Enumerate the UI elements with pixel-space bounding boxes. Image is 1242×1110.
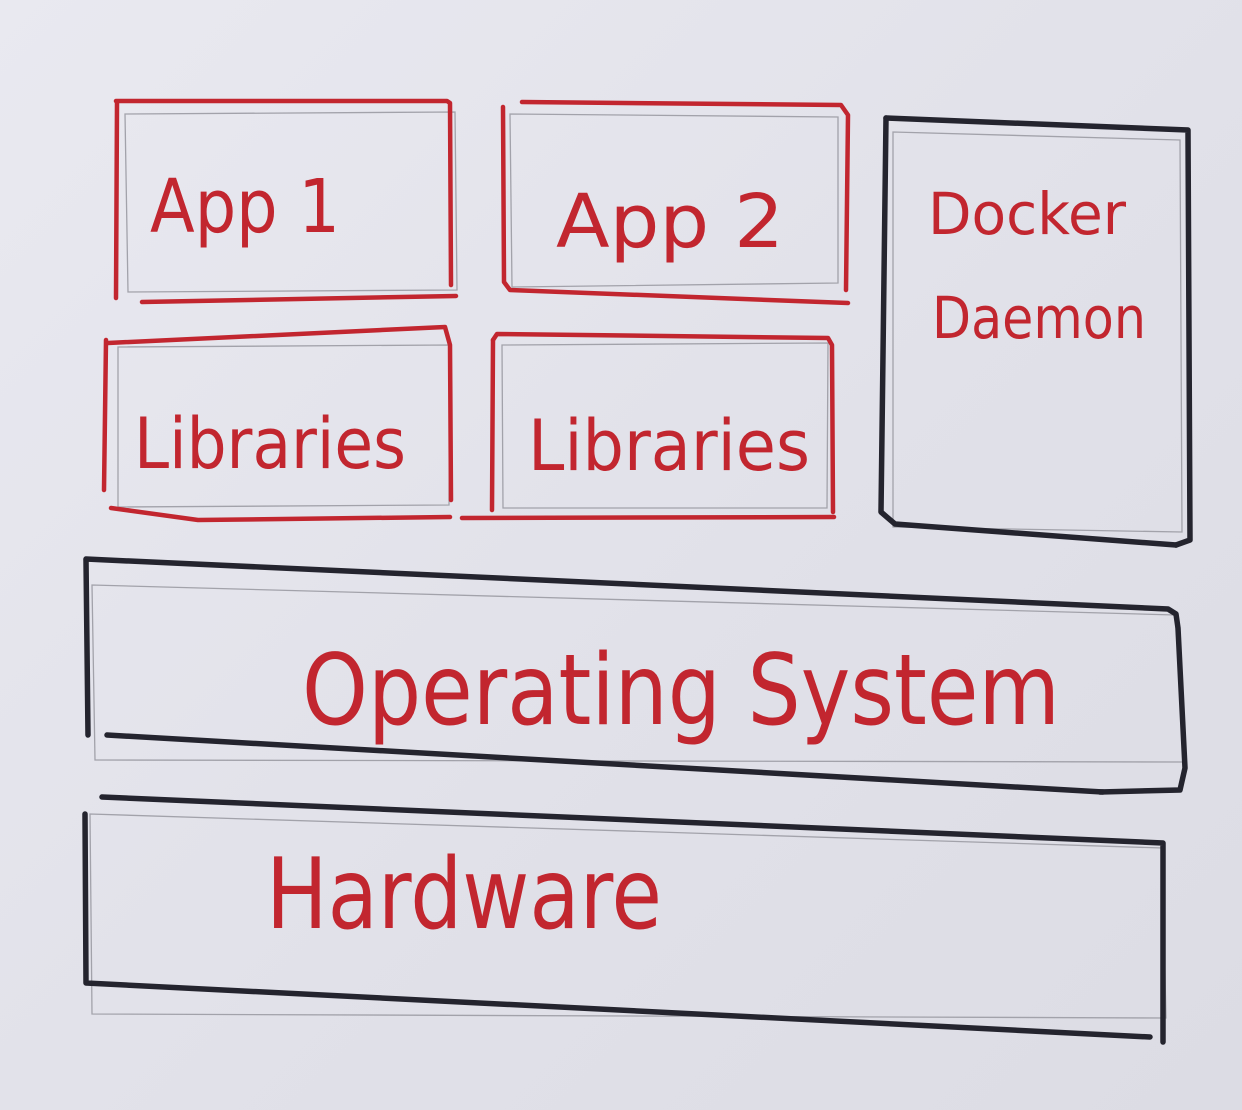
operating-system-box: Operating System [83, 556, 1188, 795]
hardware-box: Hardware [82, 794, 1166, 1045]
app-2-box: App 2 [500, 99, 851, 306]
docker-daemon-label-line1: Docker [928, 180, 1126, 248]
app-1-box: App 1 [113, 98, 459, 305]
app-2-label: App 2 [556, 179, 784, 265]
libraries-2-label: Libraries [528, 405, 810, 487]
libraries-1-box: Libraries [101, 324, 454, 523]
hardware-label: Hardware [266, 838, 662, 952]
operating-system-label: Operating System [302, 634, 1060, 748]
docker-daemon-label-line2: Daemon [932, 284, 1146, 352]
app-1-label: App 1 [150, 164, 340, 250]
docker-daemon-box: Docker Daemon [878, 115, 1193, 548]
libraries-2-box: Libraries [459, 331, 837, 521]
libraries-1-label: Libraries [134, 403, 406, 485]
